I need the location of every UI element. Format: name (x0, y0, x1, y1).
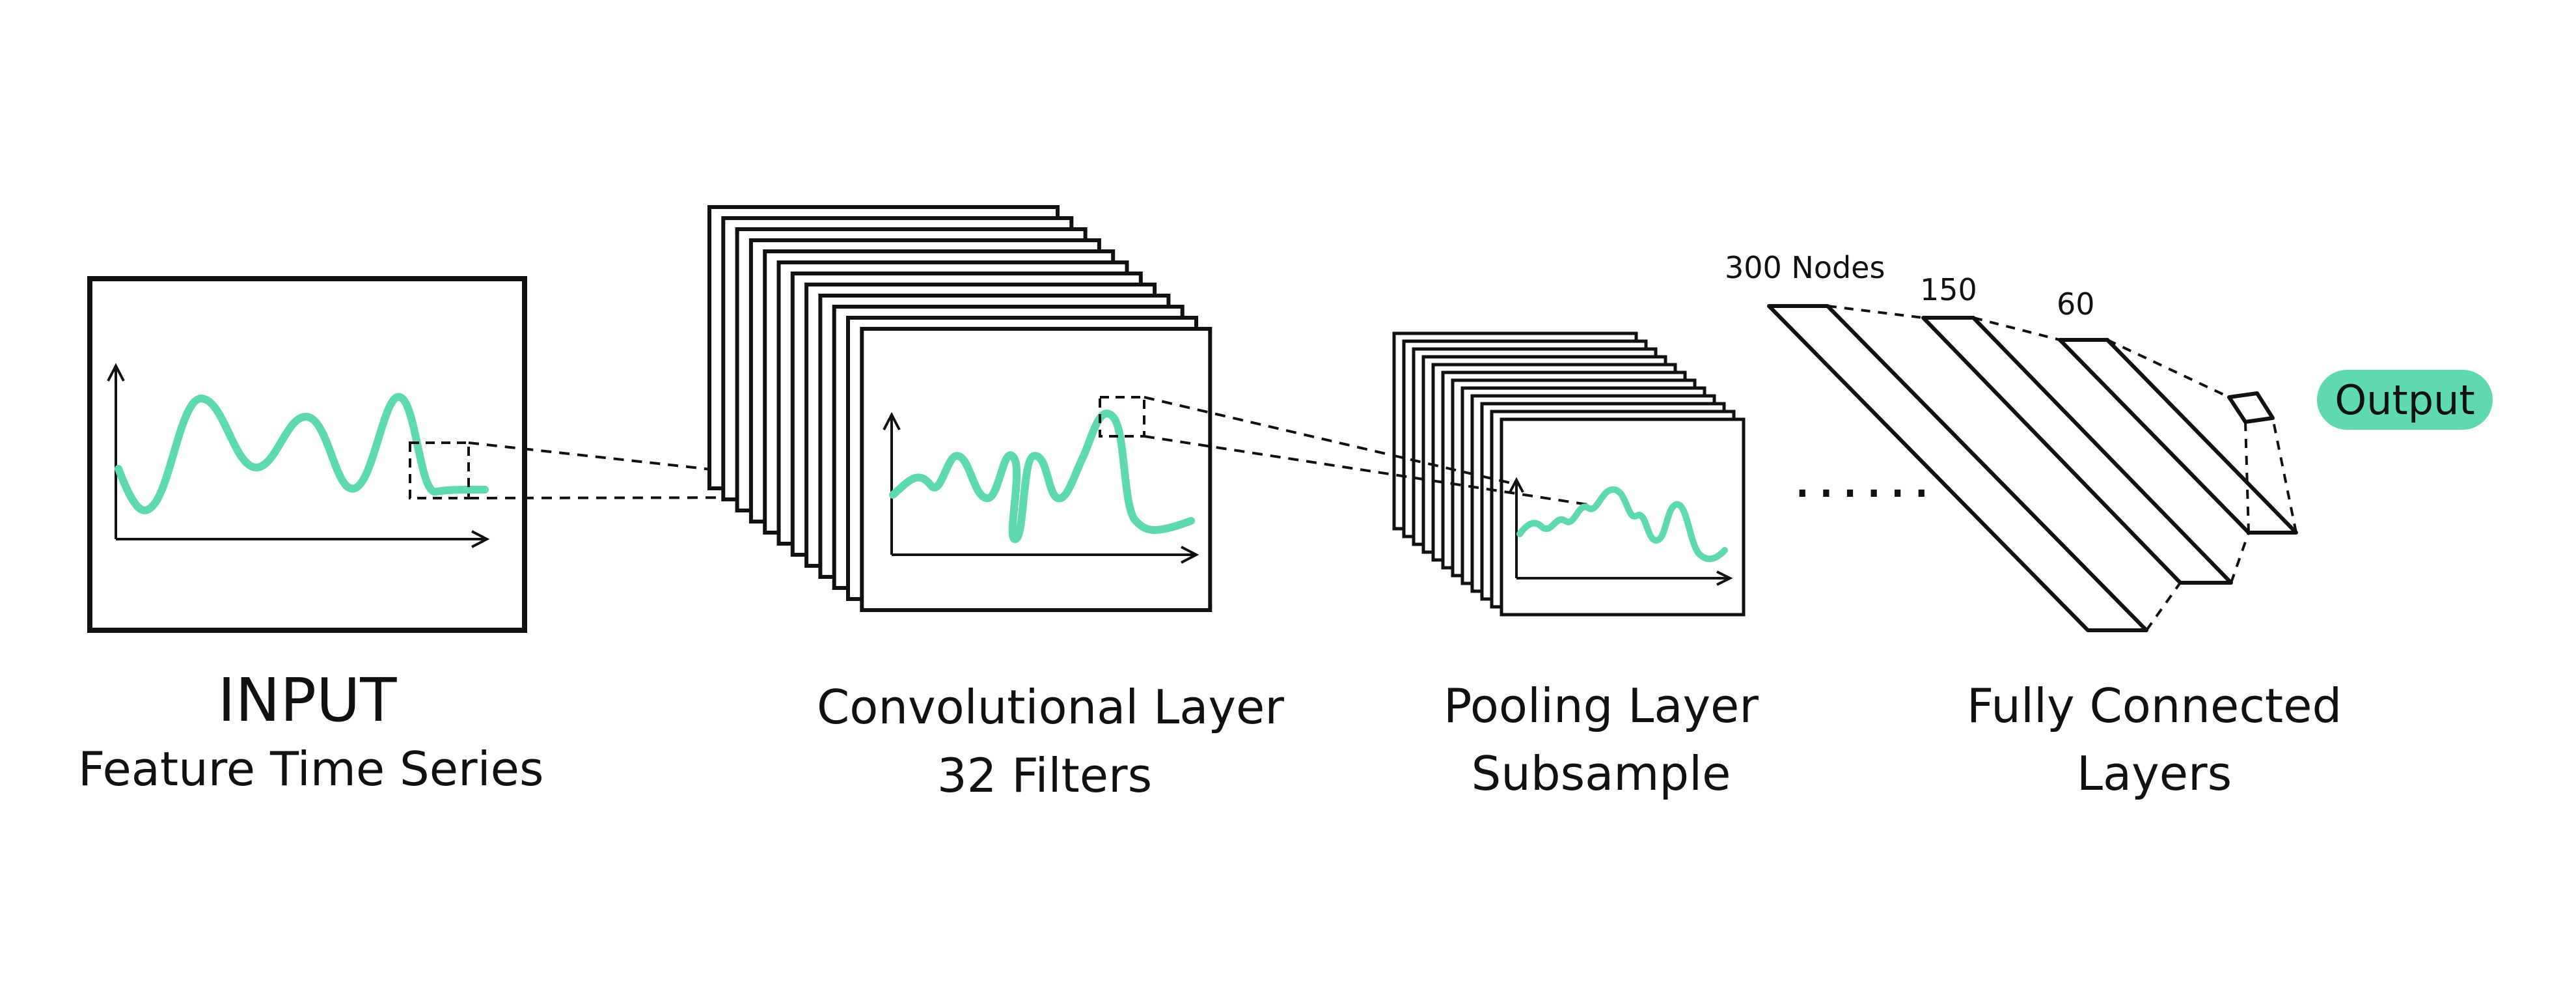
conv-front-panel (883, 396, 1199, 564)
pool-y-arrow (1509, 477, 1524, 493)
fc-node-label-300: 300 Nodes (1725, 250, 1885, 285)
conv-y-arrow (883, 412, 901, 430)
input-subtitle: Feature Time Series (78, 742, 544, 796)
conv-x-arrow (1181, 546, 1199, 564)
conv-caption-line2: 32 Filters (937, 748, 1153, 803)
fc-node-label-60: 60 (2057, 286, 2095, 322)
pool-caption-line1: Pooling Layer (1444, 678, 1759, 733)
fc-caption-line1: Fully Connected (1966, 678, 2342, 733)
fc-node-label-150: 150 (1920, 272, 1977, 307)
conv-filter-stack (707, 205, 1213, 612)
pool-front-panel (1509, 477, 1733, 586)
input-title: INPUT (217, 665, 397, 735)
input-panel (87, 276, 527, 633)
pool-map-stack (1392, 331, 1746, 617)
input-receptive-window (409, 441, 470, 499)
pool-frame-12 (1500, 417, 1746, 617)
conv-pool-window (1099, 396, 1145, 438)
fc-dashed-connections (1827, 305, 2297, 632)
output-label: Output (2335, 376, 2475, 424)
input-time-series-wave (115, 393, 489, 514)
pool-caption-line2: Subsample (1471, 746, 1731, 801)
input-frame (87, 276, 527, 633)
output-node (2227, 391, 2275, 424)
conv-to-pool-projection (1144, 396, 1589, 506)
conv-frame-12 (860, 327, 1213, 612)
ellipsis: ...... (1793, 443, 1936, 511)
conv-caption-line1: Convolutional Layer (817, 680, 1284, 734)
pool-feature-map-wave (1516, 486, 1728, 563)
conv-feature-map-wave (889, 410, 1195, 544)
fc-caption-line2: Layers (2076, 746, 2232, 801)
output-badge: Output (2317, 370, 2493, 430)
fc-layer-60 (2058, 338, 2298, 535)
input-y-arrow (107, 363, 125, 382)
input-x-arrow (471, 530, 490, 548)
pool-x-arrow (1716, 570, 1733, 586)
fully-connected-layers (1767, 304, 2298, 632)
